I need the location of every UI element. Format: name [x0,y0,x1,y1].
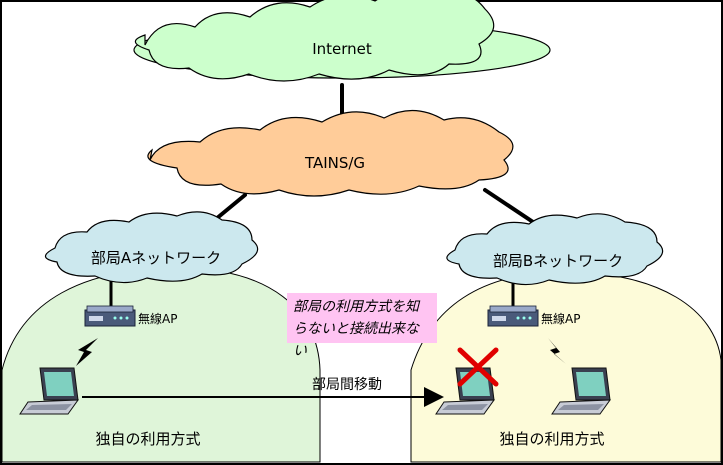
tains-label: TAINS/G [304,154,366,172]
move-label: 部局間移動 [312,377,382,393]
laptop-icon [19,367,80,415]
router-icon [487,305,539,327]
note-line-2: らないと接続出来ない [293,321,419,359]
net-a-label: 部局Aネットワーク [90,249,222,267]
router-icon [84,305,136,327]
internet-label: Internet [312,40,372,58]
ap-b-label: 無線AP [541,312,581,326]
scope-a-label: 独自の利用方式 [95,430,201,448]
cloud-tains [147,109,514,197]
red-cross-icon [457,347,499,387]
note-line-1: 部局の利用方式を知 [293,299,419,315]
lightning-icon [548,338,566,364]
cloud-internet [133,0,551,82]
warning-note: 部局の利用方式を知 らないと接続出来ない [287,293,437,359]
cloud-net-b [446,213,664,286]
net-b-label: 部局Bネットワーク [492,252,624,270]
cloud-net-a [44,211,259,284]
scope-b-label: 独自の利用方式 [499,430,605,448]
lightning-icon [76,338,98,366]
laptop-icon [551,367,612,415]
ap-a-label: 無線AP [138,312,178,326]
